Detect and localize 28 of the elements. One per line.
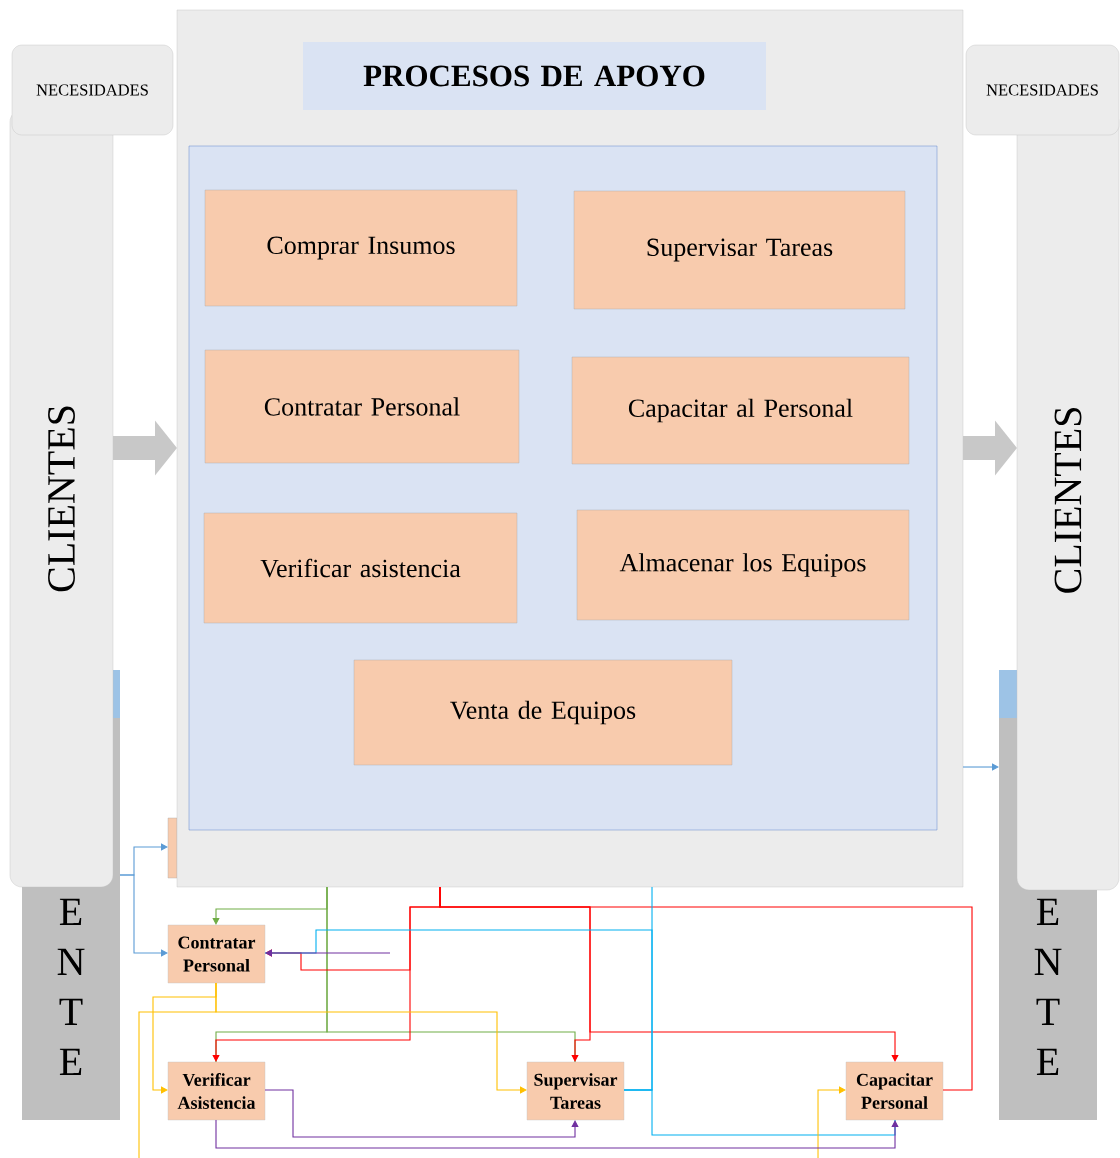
title-band: PROCESOS DE APOYO xyxy=(303,42,766,110)
process-box: Comprar Insumos xyxy=(204,189,518,307)
connector-line xyxy=(326,886,576,1063)
process-box: Verificar asistencia xyxy=(203,512,518,624)
process-box: Contratar Personal xyxy=(204,349,520,464)
rounded-box: NECESIDADES xyxy=(11,44,174,136)
process-box: Supervisar Tareas xyxy=(573,190,906,310)
arrow xyxy=(119,874,168,957)
arrow xyxy=(215,1119,899,1149)
process-box: Verificar Asistencia xyxy=(167,1061,266,1121)
process-box: Venta de Equipos xyxy=(353,659,733,766)
arrow xyxy=(264,1089,579,1138)
process-box: Supervisar Tareas xyxy=(526,1061,625,1121)
column-box: CLIENTES xyxy=(1016,109,1120,891)
arrow xyxy=(265,949,391,957)
rounded-box: NECESIDADES xyxy=(965,44,1120,136)
column-box: CLIENTES xyxy=(9,109,114,888)
process-box xyxy=(167,817,178,879)
arrow xyxy=(962,763,999,771)
process-box: Contratar Personal xyxy=(167,924,266,984)
connector-line xyxy=(439,886,973,1091)
connector-line xyxy=(264,929,653,1091)
process-box: Capacitar Personal xyxy=(845,1061,944,1121)
process-box: Capacitar al Personal xyxy=(571,356,910,465)
arrow xyxy=(817,1086,846,1158)
node-label: CLIENTES xyxy=(1054,408,1082,593)
connector-line xyxy=(138,982,217,1158)
process-box: Almacenar los Equipos xyxy=(576,509,910,621)
